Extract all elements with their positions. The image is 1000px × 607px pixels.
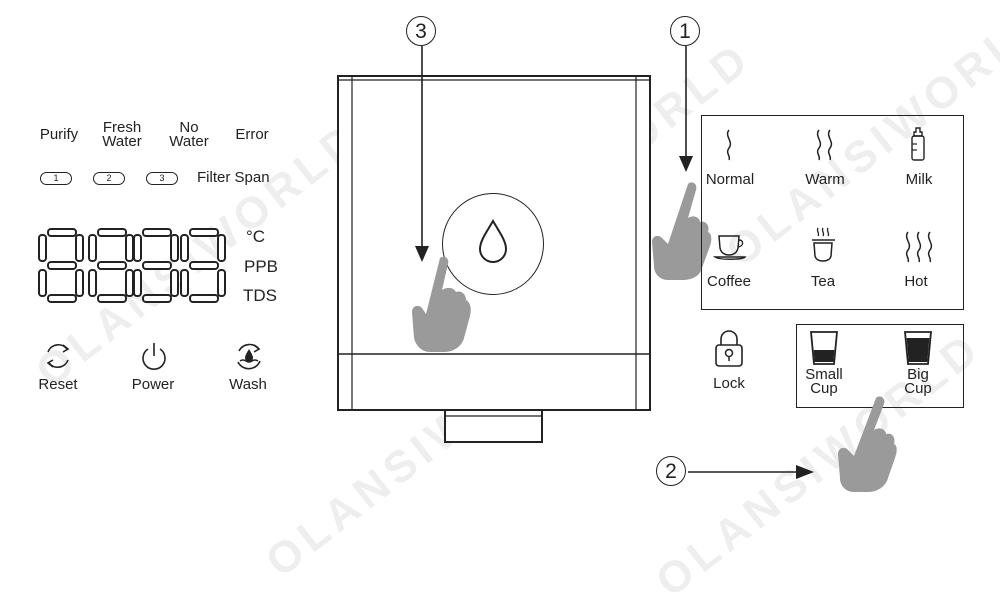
segment [133,269,142,297]
dispense-button[interactable] [442,193,544,295]
segment [38,269,47,297]
segment [97,228,127,237]
indicator-error: Error [235,126,269,143]
indicator-no-water: No Water [169,119,209,150]
temp-option-label: Tea [810,273,836,290]
reset-button[interactable]: Reset [30,336,86,396]
power-icon [142,343,166,370]
segment [142,228,172,237]
indicator-label: Water [102,133,142,150]
temp-option-milk[interactable]: Milk [888,122,948,192]
indicator-label: Error [235,126,269,143]
display-digit [133,228,181,304]
callout-3-arrow [415,46,429,262]
segment [170,269,179,297]
baby-bottle-icon [911,127,925,161]
segment [217,269,226,297]
callout-2: 2 [656,456,686,486]
cup-option-label: Small Cup [805,366,843,397]
segment [88,234,97,262]
filter-span-label: Filter Span [197,169,270,186]
segment [88,269,97,297]
temp-option-normal[interactable]: Normal [701,122,761,192]
temp-option-label: Warm [805,171,845,188]
segment [75,234,84,262]
wash-icon [237,343,261,370]
small-cup-icon [810,331,838,365]
cup-option-small[interactable]: Small Cup [800,328,848,402]
filter-pill-2: 2 [93,172,125,185]
cup-option-big[interactable]: Big Cup [894,328,942,402]
cup-option-label-line: Small [805,366,843,383]
temp-option-label: Normal [705,171,755,188]
segment [189,294,219,303]
segment [180,269,189,297]
steam-double-icon [816,129,833,161]
indicator-label: No [179,119,199,136]
power-button[interactable]: Power [125,336,181,396]
cup-option-label: Big Cup [904,366,932,397]
big-cup-icon [904,331,932,365]
segment [217,234,226,262]
temp-option-warm[interactable]: Warm [795,122,855,192]
indicator-purify: Purify [39,126,79,143]
coffee-cup-icon [713,235,747,260]
segment [142,294,172,303]
lock-icon [715,330,743,367]
segment [180,234,189,262]
segment [133,234,142,262]
temp-option-label: Hot [904,273,928,290]
steam-single-icon [726,129,732,161]
indicator-label: Water [169,133,209,150]
segment [170,234,179,262]
segment [47,228,77,237]
unit-tds: TDS [243,286,277,305]
temp-option-hot[interactable]: Hot [888,224,948,294]
indicator-label: Fresh [102,119,142,136]
display-digit [38,228,86,304]
water-drop-icon [478,219,508,263]
cup-option-label-line: Cup [904,380,932,397]
lock-button[interactable]: Lock [700,327,760,393]
reset-label: Reset [38,376,78,393]
callout-3: 3 [406,16,436,46]
pointing-hand-icon [412,256,471,352]
temp-option-tea[interactable]: Tea [795,224,855,294]
filter-pill-1: 1 [40,172,72,185]
wash-label: Wash [229,376,267,393]
pointing-hand-icon [652,182,712,280]
segment [38,234,47,262]
display-digit [88,228,136,304]
temp-option-label: Coffee [707,273,751,290]
display-digit [180,228,228,304]
segment [189,261,219,270]
callout-2-arrow [688,465,814,479]
pointing-hand-icon [838,396,897,492]
segment [97,294,127,303]
temperature-selector-panel [701,115,964,310]
indicator-label: Purify [39,126,79,143]
lock-label: Lock [713,375,745,392]
segment [47,261,77,270]
steam-triple-icon [905,231,933,263]
callout-1: 1 [670,16,700,46]
segment [47,294,77,303]
filter-pill-3: 3 [146,172,178,185]
segment [189,228,219,237]
unit-celsius: °C [246,227,266,246]
segment [97,261,127,270]
unit-ppb: PPB [244,257,279,276]
reset-icon [46,343,70,369]
wash-button[interactable]: Wash [220,336,276,396]
segment [142,261,172,270]
indicator-fresh-water: Fresh Water [102,119,142,150]
segment [75,269,84,297]
cup-option-label-line: Cup [810,380,838,397]
callout-1-arrow [679,46,693,172]
power-label: Power [131,376,175,393]
temp-option-coffee[interactable]: Coffee [701,224,761,294]
temp-option-label: Milk [905,171,933,188]
cup-option-label-line: Big [907,366,929,383]
tea-cup-icon [812,227,835,262]
